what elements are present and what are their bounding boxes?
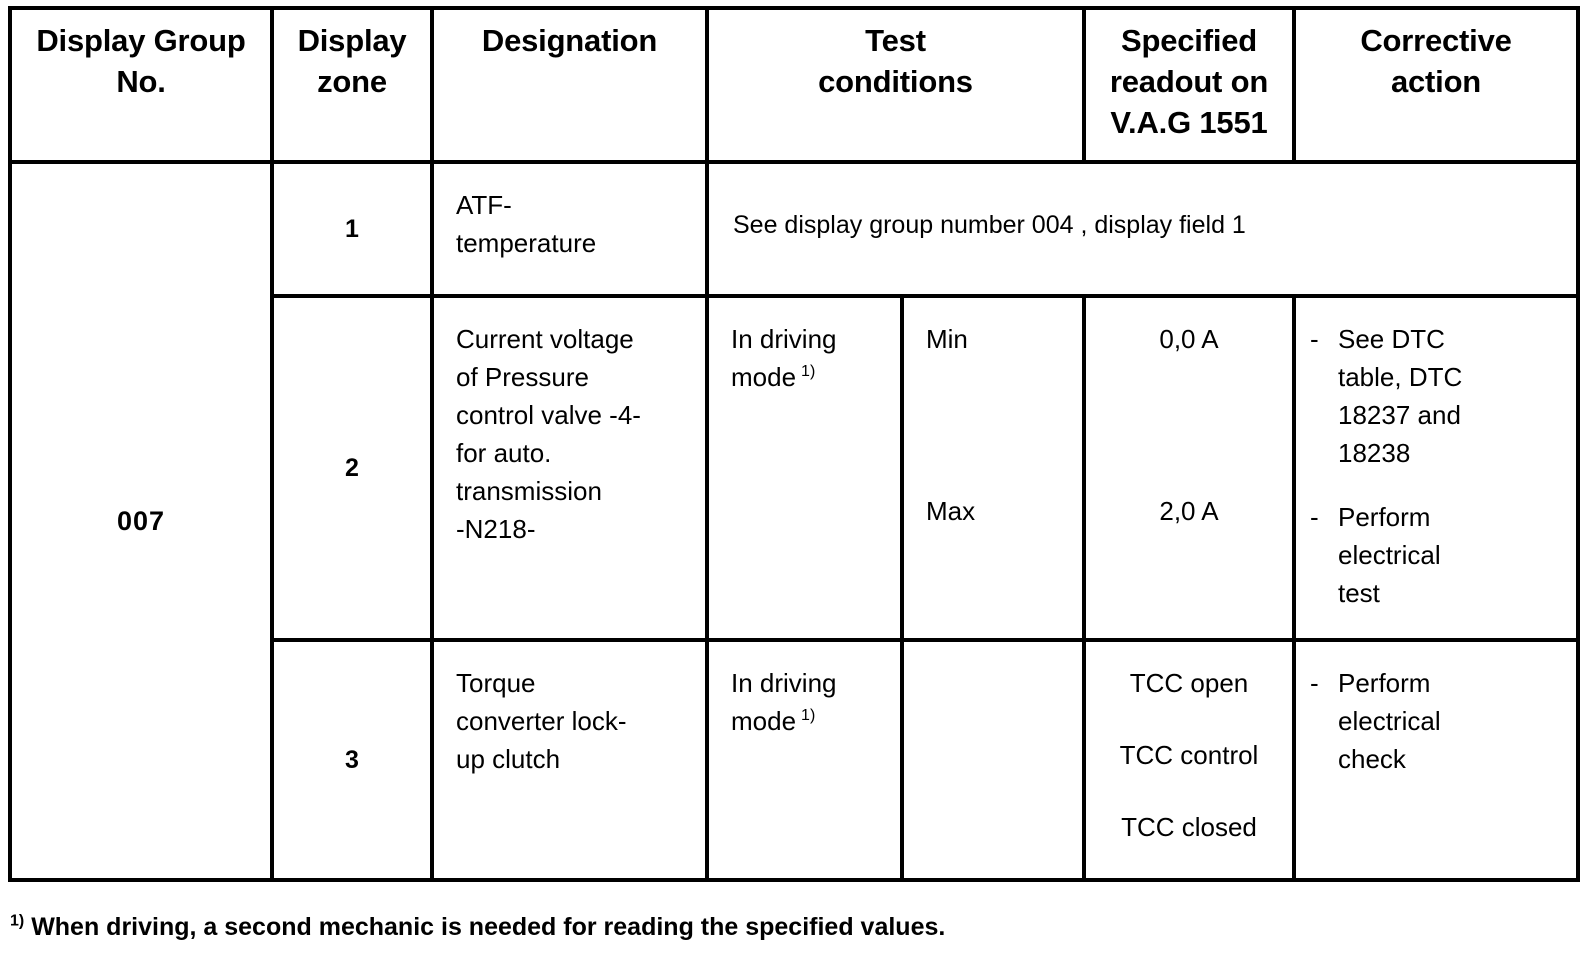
corrective-action-cell-3: - Perform electrical check — [1292, 638, 1580, 882]
designation-line: transmission — [456, 476, 602, 506]
display-group-spec-table: Display Group No. Display zone Designati… — [8, 6, 1580, 882]
corrective-action-line: electrical — [1338, 540, 1441, 570]
specified-readout-min-value: 0,0 A — [1159, 324, 1219, 354]
specified-readout-value: TCC control — [1119, 740, 1259, 770]
header-display-zone-line2: zone — [317, 64, 387, 99]
designation-cell-3: Torque converter lock- up clutch — [430, 638, 709, 882]
designation-cell-2: Current voltage of Pressure control valv… — [430, 294, 709, 642]
table-footnote: 1) When driving, a second mechanic is ne… — [10, 912, 945, 942]
readout-spacer — [1086, 358, 1292, 492]
corrective-action-item: - Perform electrical check — [1296, 664, 1576, 778]
table-row-zone-2: 2 Current voltage of Pressure control va… — [10, 294, 1580, 642]
corrective-action-line: check — [1338, 744, 1406, 774]
corrective-action-list: - See DTC table, DTC 18237 and 18238 - P… — [1296, 320, 1576, 612]
corrective-action-line: Perform — [1338, 502, 1431, 532]
bullet-dash-icon: - — [1310, 502, 1319, 532]
merged-reference-note-cell: See display group number 004 , display f… — [705, 160, 1580, 298]
designation-line: of Pressure — [456, 362, 589, 392]
designation-line: up clutch — [456, 744, 561, 774]
corrective-action-item: - See DTC table, DTC 18237 and 18238 — [1296, 320, 1576, 472]
designation-line: Torque — [456, 668, 536, 698]
display-zone-cell-1: 1 — [270, 160, 434, 298]
footnote-marker-icon: 1) — [801, 707, 816, 725]
designation-line: converter lock- — [456, 706, 627, 736]
header-specified-readout-line1: Specified — [1120, 23, 1258, 58]
header-specified-readout-line2: readout on — [1109, 64, 1269, 99]
limit-labels-cell-2: Min Max — [900, 294, 1086, 642]
header-designation: Designation — [430, 6, 709, 164]
display-zone-cell-3: 3 — [270, 638, 434, 882]
display-group-no-cell: 007 — [8, 160, 274, 882]
corrective-action-cell-2: - See DTC table, DTC 18237 and 18238 - P… — [1292, 294, 1580, 642]
designation-cell-1: ATF- temperature — [430, 160, 709, 298]
corrective-action-line: table, DTC — [1338, 362, 1463, 392]
header-designation-label: Designation — [481, 23, 658, 58]
table-header-row: Display Group No. Display zone Designati… — [8, 6, 1580, 164]
test-condition-text: mode — [731, 362, 797, 392]
corrective-action-line: Perform — [1338, 668, 1431, 698]
designation-line: ATF- — [456, 190, 512, 220]
limit-label-max: Max — [926, 496, 976, 526]
designation-line: temperature — [456, 228, 597, 258]
header-test-conditions: Test conditions — [705, 6, 1086, 164]
readout-spacer — [1086, 774, 1292, 808]
footnote-text: When driving, a second mechanic is neede… — [31, 913, 946, 941]
limit-label-min: Min — [926, 324, 968, 354]
designation-line: Current voltage — [456, 324, 634, 354]
bullet-dash-icon: - — [1310, 668, 1319, 698]
header-test-conditions-line2: conditions — [818, 64, 973, 99]
corrective-action-line: 18238 — [1338, 438, 1411, 468]
specified-readout-max-value: 2,0 A — [1159, 496, 1219, 526]
header-corrective-action: Corrective action — [1292, 6, 1580, 164]
specified-readout-value: TCC closed — [1121, 812, 1257, 842]
corrective-action-line: electrical — [1338, 706, 1441, 736]
readout-spacer — [1086, 702, 1292, 736]
corrective-action-item: - Perform electrical test — [1296, 498, 1576, 612]
header-display-group-no-line2: No. — [116, 64, 166, 99]
bullet-dash-icon: - — [1310, 324, 1319, 354]
header-display-zone-line1: Display — [297, 23, 407, 58]
limit-labels-cell-3 — [900, 638, 1086, 882]
corrective-action-line: See DTC — [1338, 324, 1445, 354]
header-display-group-no: Display Group No. — [8, 6, 274, 164]
corrective-action-list: - Perform electrical check — [1296, 664, 1576, 778]
test-condition-line: In driving — [731, 324, 837, 354]
designation-line: for auto. — [456, 438, 552, 468]
header-specified-readout: Specified readout on V.A.G 1551 — [1082, 6, 1296, 164]
table-row-zone-3: 3 Torque converter lock- up clutch In dr… — [10, 638, 1580, 882]
corrective-action-line: test — [1338, 578, 1380, 608]
header-specified-readout-line3: V.A.G 1551 — [1110, 105, 1268, 140]
header-display-group-no-line1: Display Group — [36, 23, 246, 58]
footnote-marker-icon: 1) — [10, 912, 25, 930]
test-condition-line: In driving — [731, 668, 837, 698]
specified-readout-value: TCC open — [1129, 668, 1249, 698]
specified-readout-cell-2: 0,0 A 2,0 A — [1082, 294, 1296, 642]
header-corrective-action-line2: action — [1390, 64, 1482, 99]
display-zone-cell-2: 2 — [270, 294, 434, 642]
limit-spacer — [926, 358, 1082, 492]
corrective-action-line: 18237 and — [1338, 400, 1461, 430]
header-corrective-action-line1: Corrective — [1360, 23, 1512, 58]
footnote-marker-icon: 1) — [801, 363, 816, 381]
table-row-zone-1: 007 1 ATF- temperature See display group… — [8, 160, 1580, 882]
designation-line: -N218- — [456, 514, 536, 544]
test-condition-text: mode — [731, 706, 797, 736]
specified-readout-cell-3: TCC open TCC control TCC closed — [1082, 638, 1296, 882]
designation-line: control valve -4- — [456, 400, 641, 430]
header-test-conditions-line1: Test — [865, 23, 926, 58]
header-display-zone: Display zone — [270, 6, 434, 164]
